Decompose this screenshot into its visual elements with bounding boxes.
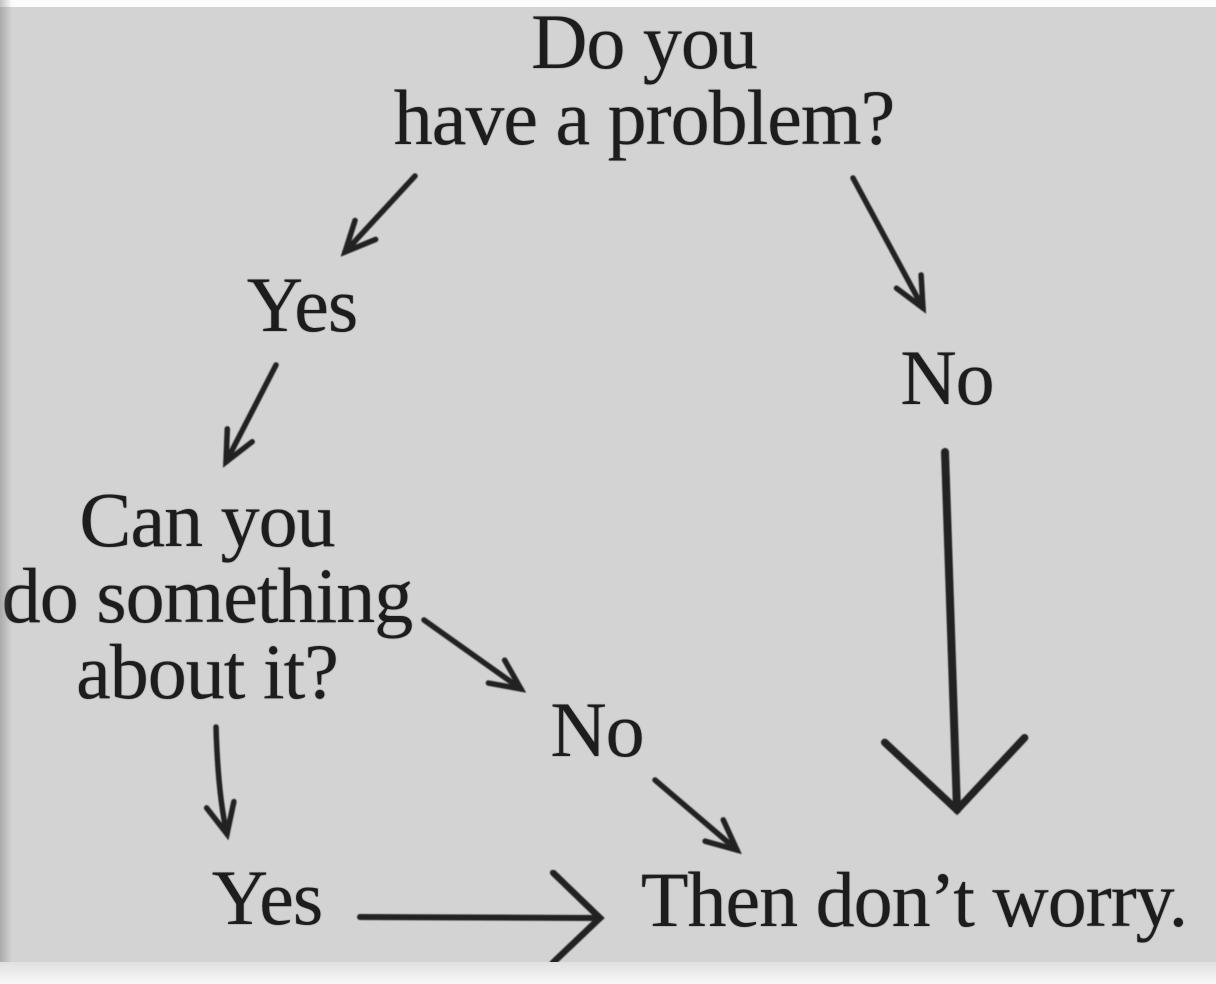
arrow-problem-to-yes	[345, 173, 418, 252]
title-line-1: Do you	[531, 0, 758, 85]
arrow-yes-to-question	[226, 362, 279, 462]
can-line-2: do something	[1, 552, 413, 639]
arrow-yes-to-worry	[357, 917, 600, 918]
arrow-no-right-to-worry	[880, 448, 1029, 816]
node-question-have-a-problem: Do you have a problem?	[393, 0, 895, 161]
can-line-1: Can you	[79, 476, 335, 563]
node-yes-top: Yes	[246, 261, 358, 348]
node-yes-bottom: Yes	[211, 854, 323, 941]
arrow-question-to-yes	[216, 724, 227, 834]
photo-bottom-edge	[0, 962, 1216, 984]
arrow-no-mid-to-worry	[652, 777, 737, 850]
photo-top-edge	[0, 0, 1216, 7]
photo-left-edge	[0, 0, 12, 962]
title-line-2: have a problem?	[393, 74, 895, 161]
arrow-problem-to-no	[850, 175, 923, 308]
arrow-question-to-no	[421, 617, 521, 689]
node-then-dont-worry: Then don’t worry.	[640, 856, 1188, 943]
node-no-right: No	[900, 334, 994, 421]
node-question-can-you-do-something: Can you do something about it?	[1, 476, 413, 715]
node-no-middle: No	[550, 686, 644, 773]
can-line-3: about it?	[76, 628, 339, 715]
